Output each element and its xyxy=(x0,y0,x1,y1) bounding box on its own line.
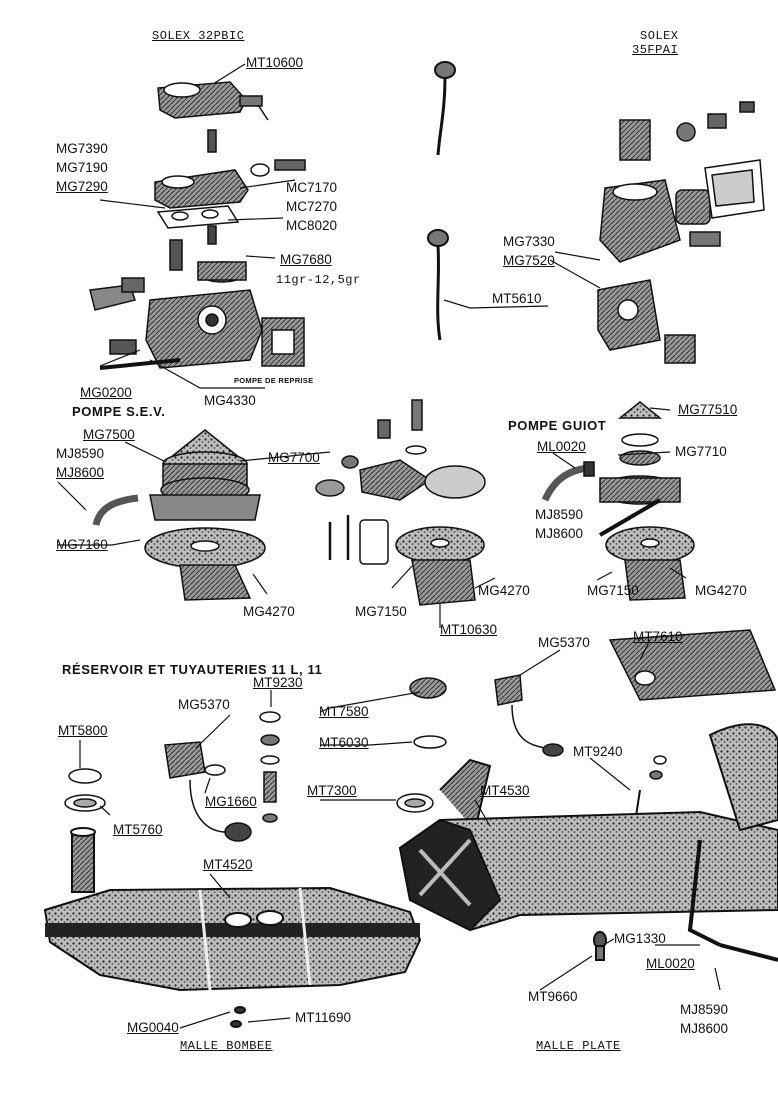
part-label: MG7150 xyxy=(587,583,639,598)
header-reservoir: RÉSERVOIR ET TUYAUTERIES 11 L, 11 xyxy=(62,662,323,677)
part-label: ML0020 xyxy=(537,439,586,454)
part-label: MJ8600 xyxy=(680,1021,729,1036)
part-label-group: MJ8590 MJ8600 xyxy=(56,444,104,482)
part-label: MG7520 xyxy=(503,253,555,268)
part-label: MJ8600 xyxy=(535,526,584,541)
pump-middle-drawing xyxy=(315,399,486,606)
part-label: MT5610 xyxy=(492,291,542,306)
part-label: MG1330 xyxy=(614,931,666,946)
part-label: MT11690 xyxy=(295,1010,352,1025)
part-label: MG4330 xyxy=(204,393,256,408)
part-label: MG77510 xyxy=(678,402,738,417)
header-solex-32pbic: SOLEX 32PBIC xyxy=(152,29,245,43)
part-label: MG7710 xyxy=(675,444,727,459)
header-solex-35fpai-line2: 35FPAI xyxy=(632,43,679,57)
part-label: MG7700 xyxy=(268,450,320,465)
part-label: MC7270 xyxy=(286,199,338,214)
part-label: MG7500 xyxy=(83,427,135,442)
label-pompe-de-reprise: POMPE DE REPRISE xyxy=(234,376,314,385)
part-label: MG5370 xyxy=(538,635,590,650)
header-pompe-sev: POMPE S.E.V. xyxy=(72,404,166,419)
part-label: MG1660 xyxy=(205,794,257,809)
caption-malle-bombee: MALLE BOMBEE xyxy=(180,1039,273,1053)
part-label-group: MJ8590 MJ8600 xyxy=(680,1000,728,1038)
part-label: MJ8590 xyxy=(56,446,105,461)
part-label-group: MC7170 MC7270 MC8020 xyxy=(286,178,337,235)
pump-guiot-drawing xyxy=(541,401,695,601)
part-label-group: MG7330 MG7520 xyxy=(503,232,555,270)
label-weight-note: 11gr-12,5gr xyxy=(276,273,361,287)
part-label: MG7680 xyxy=(280,252,332,267)
header-pompe-guiot: POMPE GUIOT xyxy=(508,418,607,433)
part-label: MT4530 xyxy=(480,783,530,798)
part-label: MJ8590 xyxy=(680,1002,729,1017)
pump-sev-drawing xyxy=(92,429,266,601)
part-label: MC8020 xyxy=(286,218,338,233)
part-label: MG7330 xyxy=(503,234,555,249)
part-label: ML0020 xyxy=(646,956,695,971)
part-label: MJ8590 xyxy=(535,507,584,522)
part-label: MT7610 xyxy=(633,629,683,644)
part-label: MT9230 xyxy=(253,675,303,690)
carburettor-35fpai-drawing xyxy=(597,101,765,364)
part-label: MG4270 xyxy=(478,583,530,598)
tank-malle-plate-drawing xyxy=(398,723,778,962)
tank-malle-bombee-drawing xyxy=(43,827,422,1028)
part-label: MT6030 xyxy=(319,735,369,750)
part-label: MT9240 xyxy=(573,744,623,759)
part-label: MJ8600 xyxy=(56,465,105,480)
carburettor-32pbic-drawing xyxy=(89,81,306,370)
part-label: MT7580 xyxy=(319,704,369,719)
leader-lines xyxy=(57,63,721,1029)
part-label: MT5760 xyxy=(113,822,163,837)
part-label: MT7300 xyxy=(307,783,357,798)
part-label: MG7190 xyxy=(56,160,108,175)
part-label-group: MG7390 MG7190 MG7290 xyxy=(56,139,108,196)
part-label: MG7390 xyxy=(56,141,108,156)
part-label: MG5370 xyxy=(178,697,230,712)
part-label: MG0200 xyxy=(80,385,132,400)
part-label: MG0040 xyxy=(127,1020,179,1035)
part-label: MT10630 xyxy=(440,622,498,637)
part-label: MT9660 xyxy=(528,989,578,1004)
part-label: MG7290 xyxy=(56,179,108,194)
part-label: MT10600 xyxy=(246,55,304,70)
part-label: MG4270 xyxy=(243,604,295,619)
caption-malle-plate: MALLE PLATE xyxy=(536,1039,621,1053)
part-label: MC7170 xyxy=(286,180,338,195)
part-label: MG7160 xyxy=(56,537,108,552)
part-label: MG4270 xyxy=(695,583,747,598)
header-solex-35fpai-line1: SOLEX xyxy=(640,29,679,43)
part-label-group: MJ8590 MJ8600 xyxy=(535,505,583,543)
reservoir-small-parts-drawing xyxy=(64,629,777,856)
part-label: MT5800 xyxy=(58,723,108,738)
part-label: MT4520 xyxy=(203,857,253,872)
part-label: MG7150 xyxy=(355,604,407,619)
dipstick-drawing xyxy=(427,61,456,341)
